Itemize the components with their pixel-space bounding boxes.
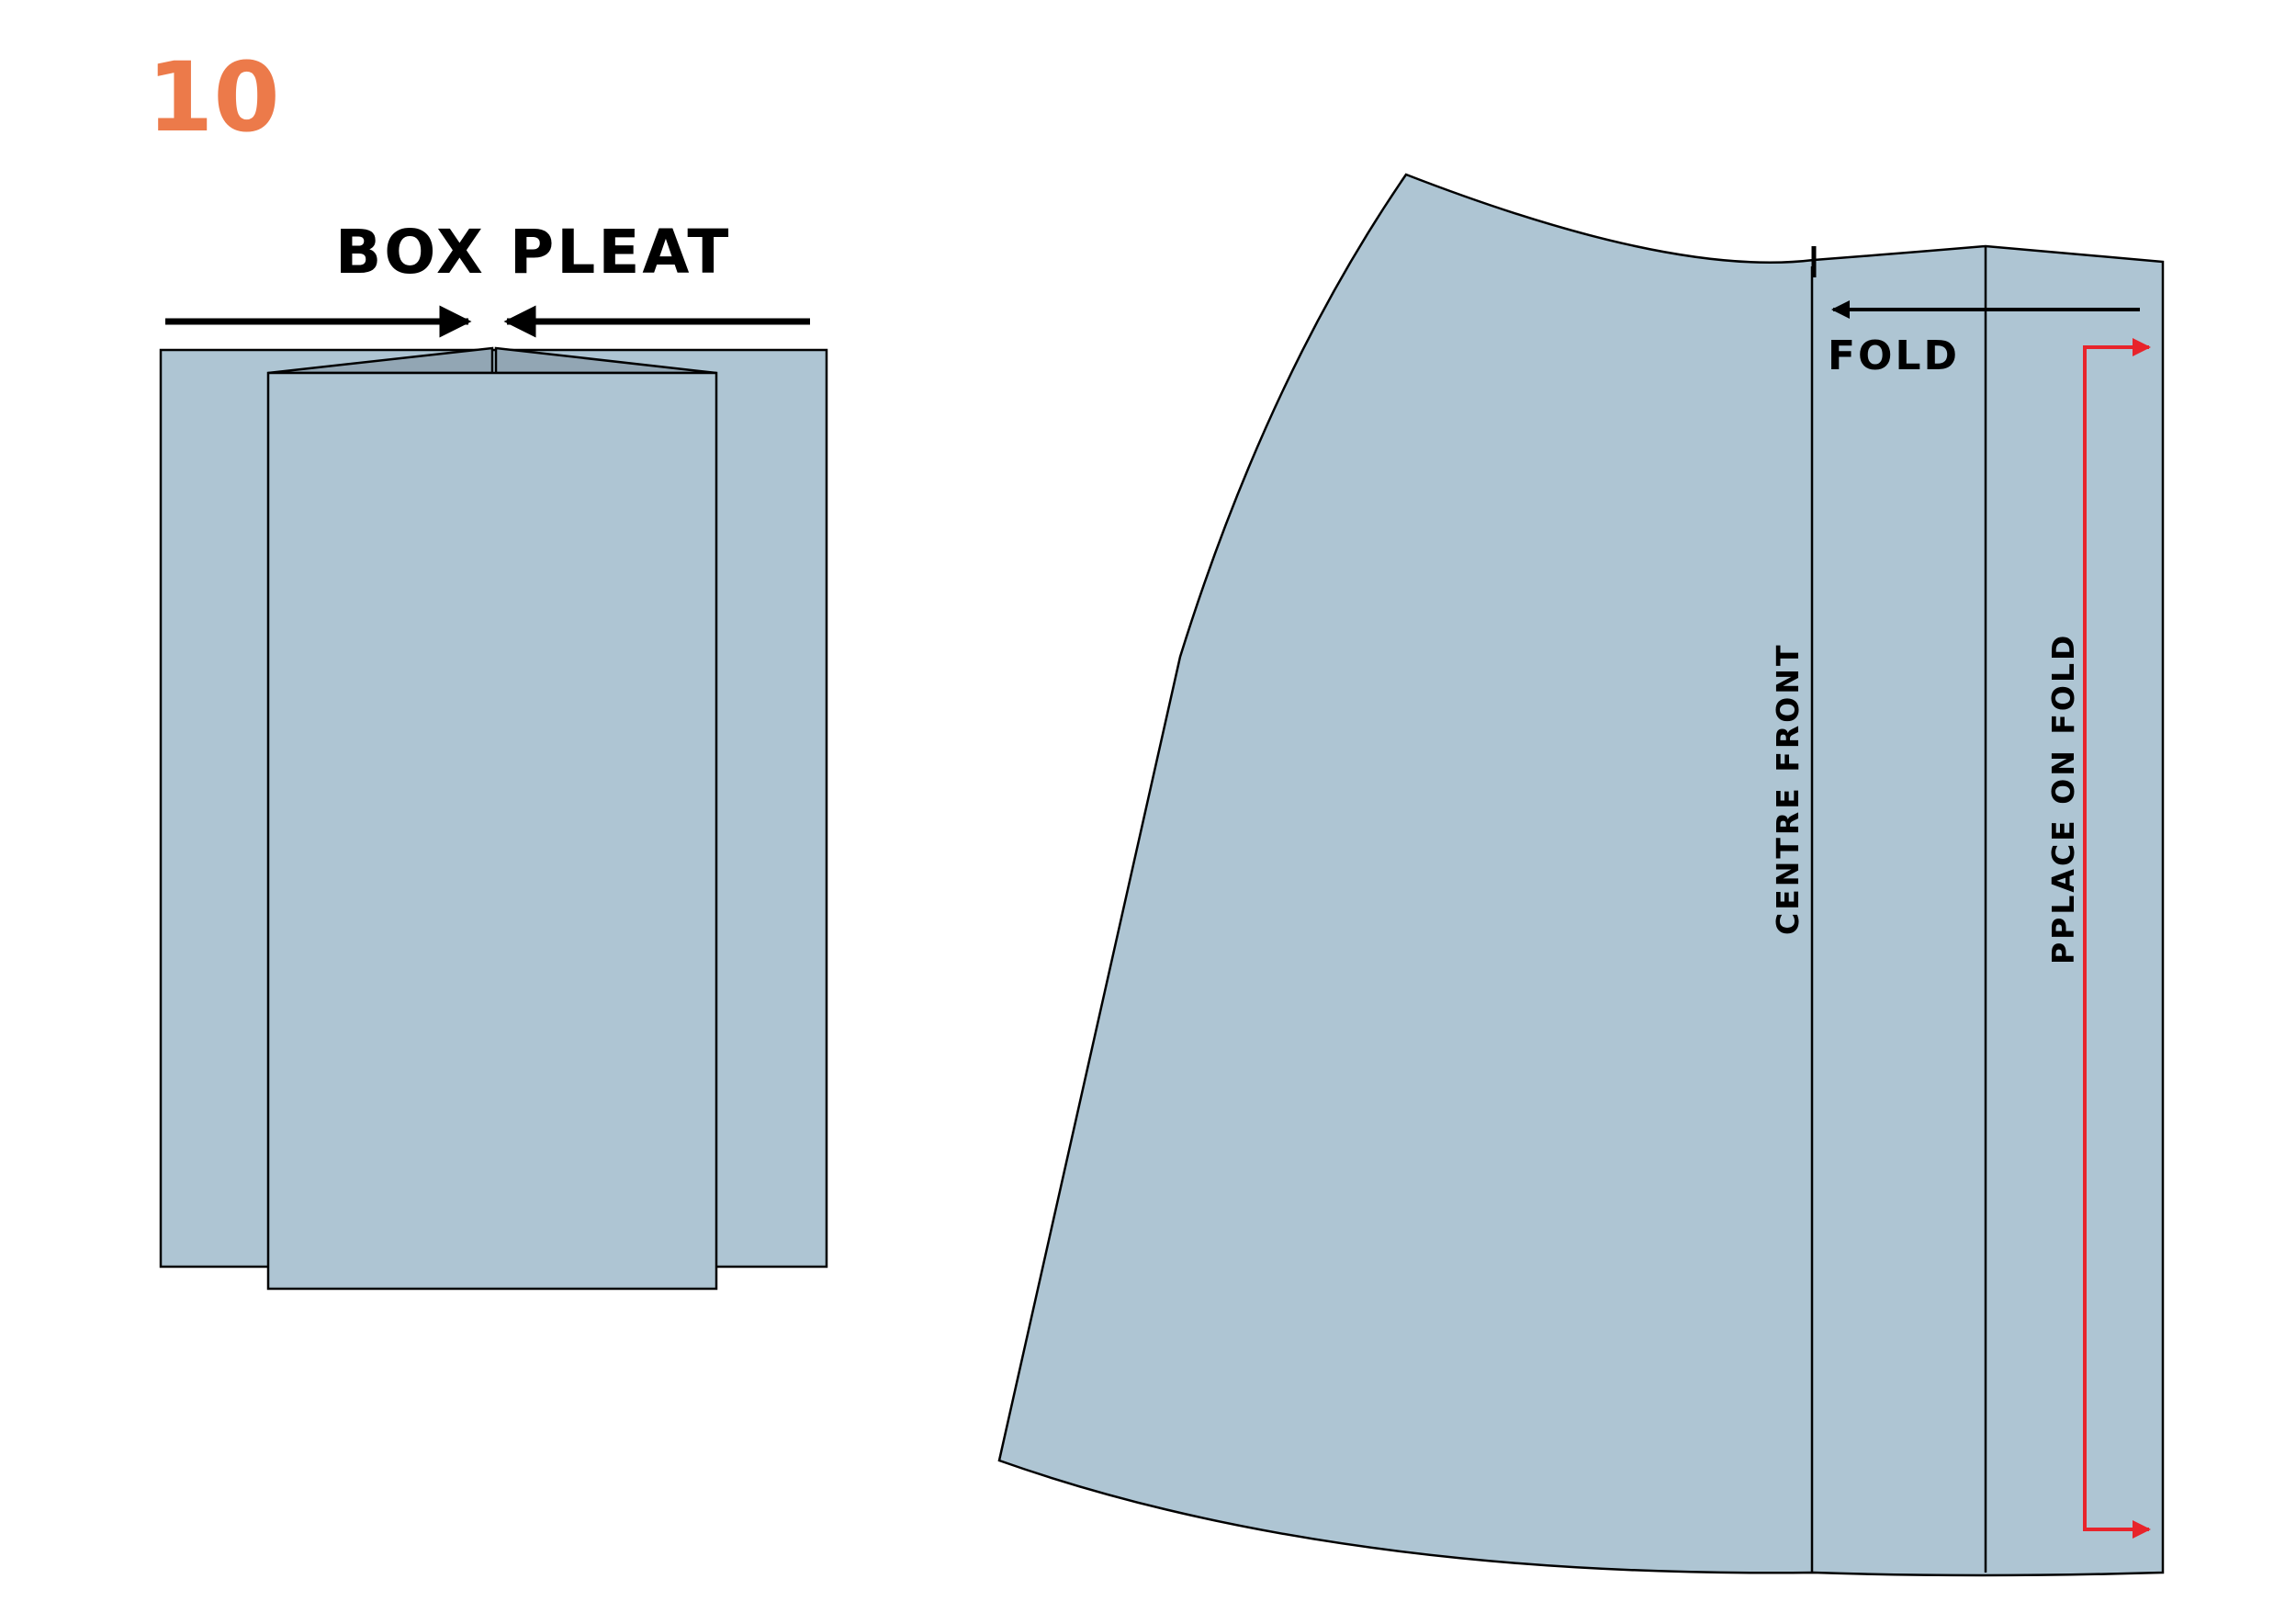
- centre-front-label: CENTRE FRONT: [1770, 643, 1806, 935]
- pleat-front-panel: [266, 371, 718, 1291]
- box-pleat-diagram: BOX PLEAT: [159, 217, 828, 1291]
- fold-label: FOLD: [1828, 333, 1960, 379]
- skirt-pattern: FOLD CENTRE FRONT PPLACE ON FOLD: [997, 173, 2165, 1577]
- step-number: 10: [147, 41, 280, 153]
- place-on-fold-label: PPLACE ON FOLD: [2045, 633, 2081, 964]
- box-pleat-title: BOX PLEAT: [335, 217, 731, 288]
- grainline-bracket: [2083, 338, 2151, 1539]
- skirt-piece-outline: [997, 173, 2165, 1577]
